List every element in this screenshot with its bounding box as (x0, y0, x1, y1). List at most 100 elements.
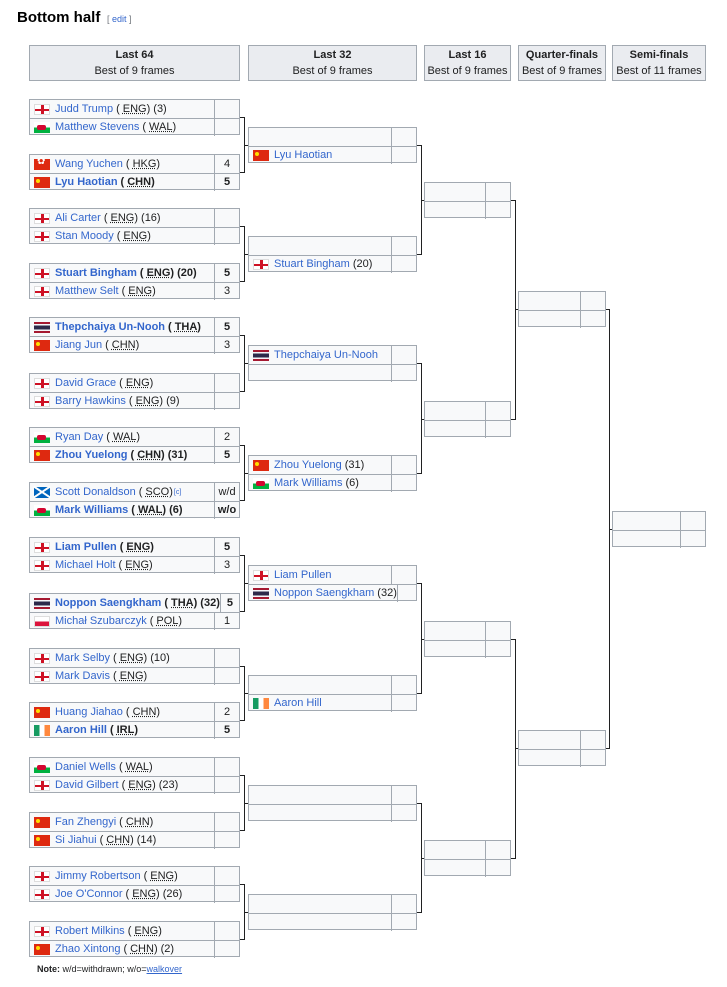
player-cell: Si Jiahui(CHN)(14) (30, 831, 215, 849)
score-cell (486, 183, 510, 201)
player-name-link[interactable]: Mark Davis (55, 670, 111, 682)
player-cell: Ryan Day(WAL) (30, 428, 215, 446)
player-name-link[interactable]: Mark Selby (55, 652, 111, 664)
player-name-link[interactable]: Jiang Jun (55, 339, 103, 351)
score-cell (215, 776, 239, 794)
bracket-connector-line (421, 858, 424, 859)
player-name-link[interactable]: David Grace (55, 377, 117, 389)
player-name-link[interactable]: Joe O'Connor (55, 888, 123, 900)
player-cell (425, 201, 486, 219)
player-name-link[interactable]: David Gilbert (55, 779, 119, 791)
player-cell: Michał Szubarczyk(POL) (30, 612, 215, 630)
player-name-link[interactable]: Ryan Day (55, 431, 104, 443)
player-name-link[interactable]: Mark Williams (55, 504, 129, 516)
match-box (518, 730, 606, 767)
seed: (3) (153, 103, 167, 115)
footnote-link[interactable]: [c] (173, 488, 182, 496)
player-name-link[interactable]: Judd Trump (55, 103, 114, 115)
country-wrapper: (WAL) (131, 504, 167, 516)
eng-flag-icon (34, 377, 50, 389)
score-cell (215, 227, 239, 245)
country-code: IRL (116, 724, 135, 736)
bracket-row (425, 420, 510, 438)
country-code: POL (156, 615, 179, 627)
player-name-link[interactable]: Zhou Yuelong (274, 459, 342, 471)
score-cell (215, 118, 239, 136)
player-cell: Zhou Yuelong(31) (249, 456, 392, 474)
match-box (612, 511, 706, 548)
country-code: CHN (132, 706, 157, 718)
player-name-link[interactable]: Si Jiahui (55, 834, 97, 846)
player-name-link[interactable]: Michael Holt (55, 559, 116, 571)
player-cell (249, 913, 392, 931)
score-cell (392, 456, 416, 474)
player-cell (249, 804, 392, 822)
chn-flag-icon (34, 834, 50, 846)
round-format: Best of 9 frames (94, 65, 175, 77)
player-name-link[interactable]: Lyu Haotian (274, 149, 333, 161)
match-box (248, 894, 417, 931)
bracket-connector-line (240, 720, 244, 721)
player-name-link[interactable]: Thepchaiya Un-Nooh (274, 349, 378, 361)
seed: (9) (166, 395, 180, 407)
player-name-link[interactable]: Fan Zhengyi (55, 816, 117, 828)
irl-flag-icon (34, 724, 50, 736)
score-cell: 3 (223, 285, 231, 297)
player-name-link[interactable]: Zhou Yuelong (55, 449, 128, 461)
player-name-link[interactable]: Stan Moody (55, 230, 114, 242)
bracket-row: Lyu Haotian (249, 146, 416, 164)
walkover-link[interactable]: walkover (146, 964, 183, 974)
player-name-link[interactable]: Ali Carter (55, 212, 101, 224)
player-cell (425, 420, 486, 438)
eng-flag-icon (253, 258, 269, 270)
bracket-connector-line (609, 529, 612, 530)
player-name-link[interactable]: Michał Szubarczyk (55, 615, 147, 627)
match-box: Zhou Yuelong(31)Mark Williams(6) (248, 455, 417, 492)
player-name-link[interactable]: Jimmy Robertson (55, 870, 141, 882)
player-name-link[interactable]: Wang Yuchen (55, 158, 123, 170)
score-cell (215, 209, 239, 227)
country-wrapper: (ENG) (121, 779, 156, 791)
country-code: WAL (125, 761, 150, 773)
player-cell (613, 530, 681, 548)
country-wrapper: (SCO) (138, 486, 173, 498)
player-name-link[interactable]: Noppon Saengkham (274, 587, 375, 599)
player-name-link[interactable]: Liam Pullen (55, 541, 117, 553)
seed: (16) (141, 212, 161, 224)
bracket-connector-line (511, 858, 515, 859)
player-name-link[interactable]: Thepchaiya Un-Nooh (55, 321, 166, 333)
player-name-link[interactable]: Matthew Stevens (55, 121, 140, 133)
player-name-link[interactable]: Stuart Bingham (274, 258, 350, 270)
player-name-link[interactable]: Aaron Hill (274, 697, 322, 709)
player-name-link[interactable]: Barry Hawkins (55, 395, 126, 407)
player-name-link[interactable]: Noppon Saengkham (55, 597, 162, 609)
bracket-connector-line (421, 639, 424, 640)
bracket-row: Zhao Xintong(CHN)(2) (30, 940, 239, 958)
eng-flag-icon (34, 779, 50, 791)
player-name-link[interactable]: Scott Donaldson (55, 486, 136, 498)
player-name-link[interactable]: Matthew Selt (55, 285, 119, 297)
score-cell (392, 364, 416, 382)
bracket-connector-line (417, 145, 421, 146)
player-name-link[interactable]: Zhao Xintong (55, 943, 121, 955)
player-name-link[interactable]: Mark Williams (274, 477, 343, 489)
score-cell (215, 667, 239, 685)
player-name-link[interactable]: Lyu Haotian (55, 176, 118, 188)
seed: (10) (150, 652, 170, 664)
player-name-link[interactable]: Huang Jiahao (55, 706, 123, 718)
score-cell (486, 622, 510, 640)
player-name-link[interactable]: Daniel Wells (55, 761, 116, 773)
bracket-row: Thepchaiya Un-Nooh (249, 346, 416, 365)
score-cell (392, 895, 416, 913)
player-name-link[interactable]: Stuart Bingham (55, 267, 137, 279)
player-name-link[interactable]: Robert Milkins (55, 925, 125, 937)
player-name-link[interactable]: Aaron Hill (55, 724, 107, 736)
bracket-row: Aaron Hill(IRL)5 (30, 721, 239, 739)
edit-link[interactable]: edit (112, 14, 127, 24)
player-cell: Mark Williams(6) (249, 474, 392, 492)
player-name-link[interactable]: Liam Pullen (274, 569, 332, 581)
bracket-connector-line (417, 254, 421, 255)
